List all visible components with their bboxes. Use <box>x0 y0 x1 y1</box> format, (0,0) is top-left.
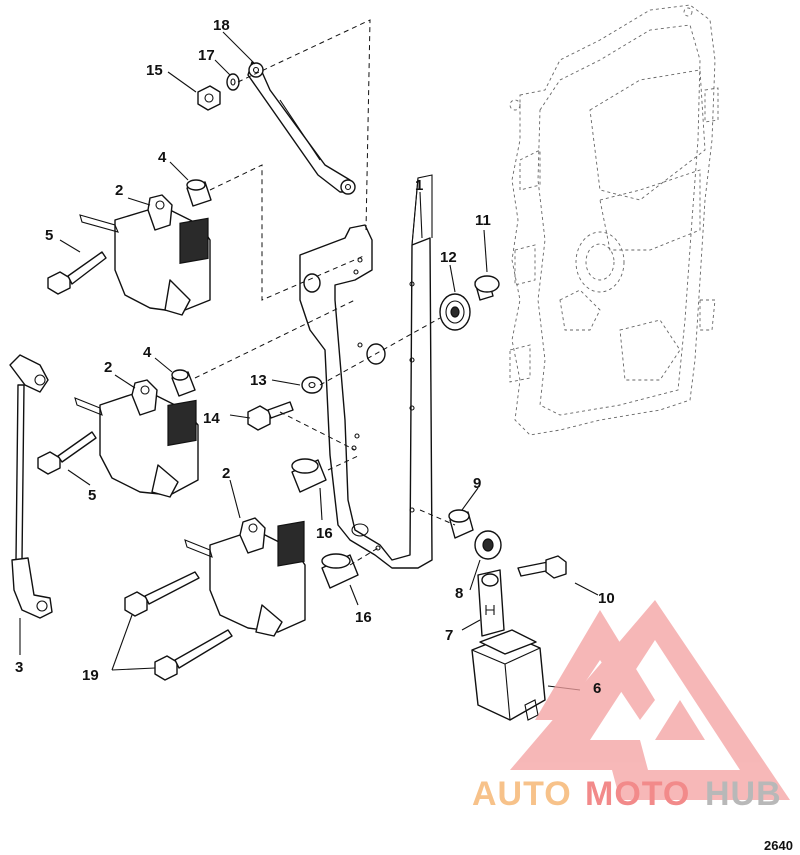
spacer-4-middle <box>171 369 196 397</box>
callout-5-lower: 5 <box>88 487 96 504</box>
spark-plug-lead <box>9 354 53 619</box>
washer-13 <box>301 376 323 394</box>
callout-8: 8 <box>455 585 463 602</box>
bolt-19-upper <box>124 571 200 617</box>
relay-bracket-7 <box>477 569 505 637</box>
figure-number: 2640 <box>764 838 793 853</box>
bolt-14 <box>247 401 294 431</box>
callouts: 18 17 15 4 2 5 1 11 12 4 2 13 14 5 2 16 … <box>15 17 615 697</box>
bolt-10 <box>517 555 567 579</box>
callout-19: 19 <box>82 667 99 684</box>
assembly-lines <box>194 19 456 566</box>
callout-11: 11 <box>475 212 491 229</box>
callout-4-middle: 4 <box>143 344 152 361</box>
callout-16-lower: 16 <box>355 609 372 626</box>
bolt-5-lower <box>37 431 97 475</box>
callout-1: 1 <box>415 177 423 194</box>
callout-5-upper: 5 <box>45 227 53 244</box>
sleeve-11 <box>474 275 500 301</box>
washer-17 <box>226 73 240 91</box>
callout-3: 3 <box>15 659 23 676</box>
callout-10: 10 <box>598 590 615 607</box>
spacer-9 <box>448 509 474 539</box>
callout-2-middle: 2 <box>104 359 112 376</box>
ignition-coil-middle <box>74 379 199 498</box>
callout-2-upper: 2 <box>115 182 123 199</box>
callout-15: 15 <box>146 62 163 79</box>
spacer-16-upper <box>291 458 327 493</box>
mounting-bracket <box>299 174 433 569</box>
nut-15 <box>197 85 221 111</box>
watermark <box>510 600 790 800</box>
callout-9: 9 <box>473 475 481 492</box>
ground-strap <box>247 61 356 195</box>
engine-cover-outline <box>509 4 719 436</box>
callout-13: 13 <box>250 372 267 389</box>
callout-6: 6 <box>593 680 601 697</box>
callout-14: 14 <box>203 410 220 427</box>
watermark-text-auto: AUTO <box>472 775 572 813</box>
relay-6 <box>471 629 546 721</box>
watermark-triangle <box>510 600 790 800</box>
watermark-text-hub: HUB <box>705 775 782 813</box>
spacer-16-lower <box>321 553 359 589</box>
bolt-5-upper <box>47 251 107 295</box>
watermark-text-moto: MOTO <box>585 775 690 813</box>
ignition-coil-upper <box>79 194 211 316</box>
callout-12: 12 <box>440 249 457 266</box>
callout-2-lower: 2 <box>222 465 230 482</box>
callout-18: 18 <box>213 17 230 34</box>
bolt-19-lower <box>154 629 233 681</box>
callout-7: 7 <box>445 627 453 644</box>
callout-16-upper: 16 <box>316 525 333 542</box>
ignition-coil-lower <box>184 517 306 637</box>
callout-17: 17 <box>198 47 215 64</box>
grommet-8 <box>474 530 502 560</box>
callout-4-upper: 4 <box>158 149 167 166</box>
spacer-4-upper <box>186 179 212 207</box>
grommet-12 <box>439 293 471 331</box>
